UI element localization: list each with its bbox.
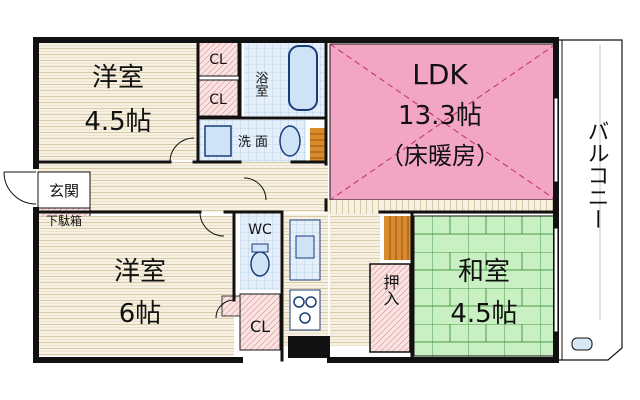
closet-1-label: CL bbox=[209, 52, 227, 68]
western-room-1-name: 洋室 bbox=[92, 63, 144, 93]
refrigerator-space bbox=[288, 336, 330, 358]
wc-label: WC bbox=[248, 222, 272, 238]
entrance bbox=[37, 171, 91, 209]
oshiire-closet bbox=[369, 263, 411, 353]
shoe-box-label: 下駄箱 bbox=[46, 213, 82, 228]
closet-1 bbox=[197, 39, 239, 77]
closet-3-label: CL bbox=[250, 317, 270, 336]
japanese-room-size: 4.5帖 bbox=[450, 299, 517, 329]
closet-2-label: CL bbox=[209, 92, 227, 108]
western-room-2 bbox=[38, 216, 234, 356]
japanese-room bbox=[413, 215, 557, 357]
ldk-name: LDK bbox=[412, 58, 468, 91]
step-icon bbox=[310, 128, 326, 162]
balcony-area bbox=[557, 39, 623, 361]
japanese-room-name: 和室 bbox=[458, 257, 510, 287]
step-icon-2 bbox=[384, 216, 414, 260]
kitchen-counter bbox=[289, 219, 321, 281]
walls bbox=[33, 37, 559, 363]
western-room-2-size: 6帖 bbox=[119, 299, 162, 329]
entrance-label: 玄関 bbox=[49, 182, 79, 200]
closet-2 bbox=[197, 79, 239, 117]
bathroom-label: 浴室 bbox=[253, 71, 269, 97]
drain-icon bbox=[571, 337, 593, 351]
oshiire-label: 押入 bbox=[381, 274, 400, 306]
ldk-size: 13.3帖 bbox=[398, 101, 482, 131]
kitchen-sink-icon bbox=[295, 235, 315, 259]
stove-icon bbox=[289, 289, 321, 331]
washroom-label: 洗 面 bbox=[238, 135, 268, 150]
bathtub-icon bbox=[288, 45, 318, 111]
washing-machine-icon bbox=[204, 125, 232, 157]
balcony-label: バルコニー bbox=[584, 120, 609, 230]
ldk-note: （床暖房） bbox=[380, 142, 500, 170]
sink-icon bbox=[279, 125, 301, 157]
western-room-1 bbox=[38, 40, 198, 160]
toilet-icon bbox=[250, 251, 270, 277]
western-room-2-name: 洋室 bbox=[114, 257, 166, 287]
western-room-1-size: 4.5帖 bbox=[84, 107, 151, 137]
closet-3 bbox=[239, 293, 281, 351]
